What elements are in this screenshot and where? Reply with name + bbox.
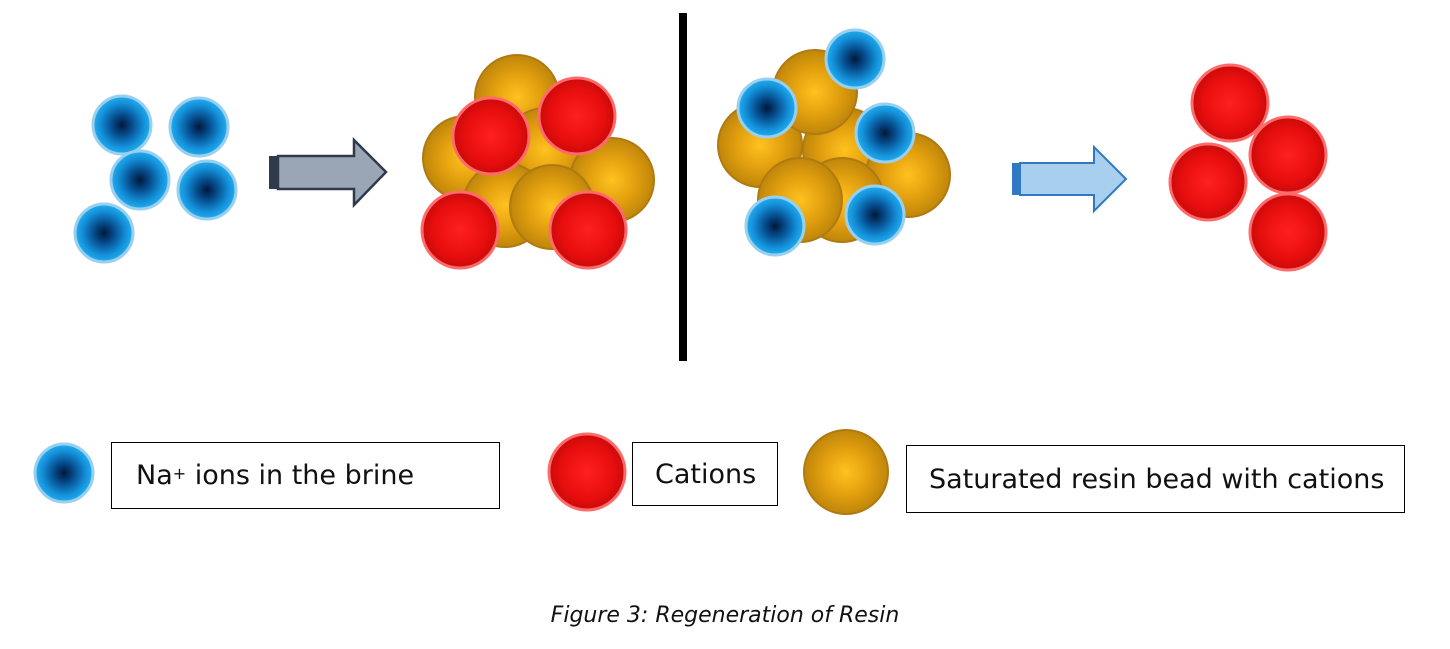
legend-resin-text: Saturated resin bead with cations — [929, 463, 1385, 495]
saturated-resin-cluster — [420, 54, 655, 270]
sodium-ion — [744, 195, 806, 257]
sodium-ion — [824, 28, 886, 90]
regenerated-resin-cluster — [717, 28, 951, 257]
legend-na-prefix: Na — [136, 460, 173, 491]
legend-na-suffix: ions in the brine — [186, 460, 415, 491]
sodium-ion — [73, 202, 135, 264]
legend-resin-bead-icon — [803, 429, 889, 515]
process-arrow-left — [269, 136, 388, 209]
divider-line — [679, 13, 687, 361]
cation — [1248, 115, 1328, 195]
cation — [1190, 63, 1270, 143]
legend-cation-icon — [547, 432, 627, 512]
legend-cation-label: Cations — [632, 442, 778, 506]
cation — [451, 96, 531, 176]
sodium-ion — [736, 77, 798, 139]
sodium-ion — [91, 94, 153, 156]
sodium-ion — [854, 102, 916, 164]
cation — [537, 76, 617, 156]
released-cations-group — [1168, 63, 1328, 272]
legend-sodium-ion-icon — [33, 442, 95, 504]
process-arrow-right — [1012, 144, 1128, 214]
cation — [548, 190, 628, 270]
cation — [1168, 142, 1248, 222]
legend-resin-label: Saturated resin bead with cations — [906, 445, 1405, 513]
sodium-ion — [176, 159, 238, 221]
legend-cation-text: Cations — [655, 458, 757, 490]
figure-caption: Figure 3: Regeneration of Resin — [550, 603, 900, 628]
sodium-ion — [844, 184, 906, 246]
sodium-ion — [168, 96, 230, 158]
sodium-ion — [109, 149, 171, 211]
left-sodium-ion-group — [73, 94, 238, 264]
legend-sodium-ion-label: Na+ ions in the brine — [111, 442, 500, 509]
cation — [1248, 192, 1328, 272]
cation — [420, 190, 500, 270]
